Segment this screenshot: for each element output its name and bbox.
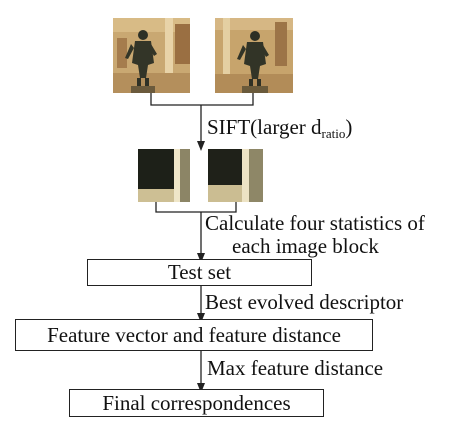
image-block-right — [208, 149, 263, 202]
sift-label-close: ) — [345, 115, 353, 139]
test-set-box: Test set — [87, 259, 312, 286]
image-block-left — [138, 149, 190, 202]
final-box: Final correspondences — [69, 389, 324, 417]
top-bracket — [150, 93, 254, 106]
final-label: Final correspondences — [102, 390, 291, 415]
statue-photo-right — [215, 18, 293, 93]
best-evolved-label: Best evolved descriptor — [205, 290, 404, 314]
statue-photo-left — [113, 18, 190, 93]
feature-box: Feature vector and feature distance — [15, 319, 373, 351]
feature-label: Feature vector and feature distance — [47, 322, 341, 347]
calculate-label-line2: each image block — [232, 234, 379, 258]
block-bracket — [155, 202, 237, 213]
sift-label-sub: ratio — [321, 126, 346, 141]
sift-label-main: SIFT(larger d — [207, 115, 322, 139]
sift-label: SIFT(larger dratio) — [207, 115, 353, 141]
max-feature-label: Max feature distance — [207, 356, 384, 380]
calculate-label-line1: Calculate four statistics of — [205, 211, 425, 235]
test-set-label: Test set — [167, 260, 232, 284]
